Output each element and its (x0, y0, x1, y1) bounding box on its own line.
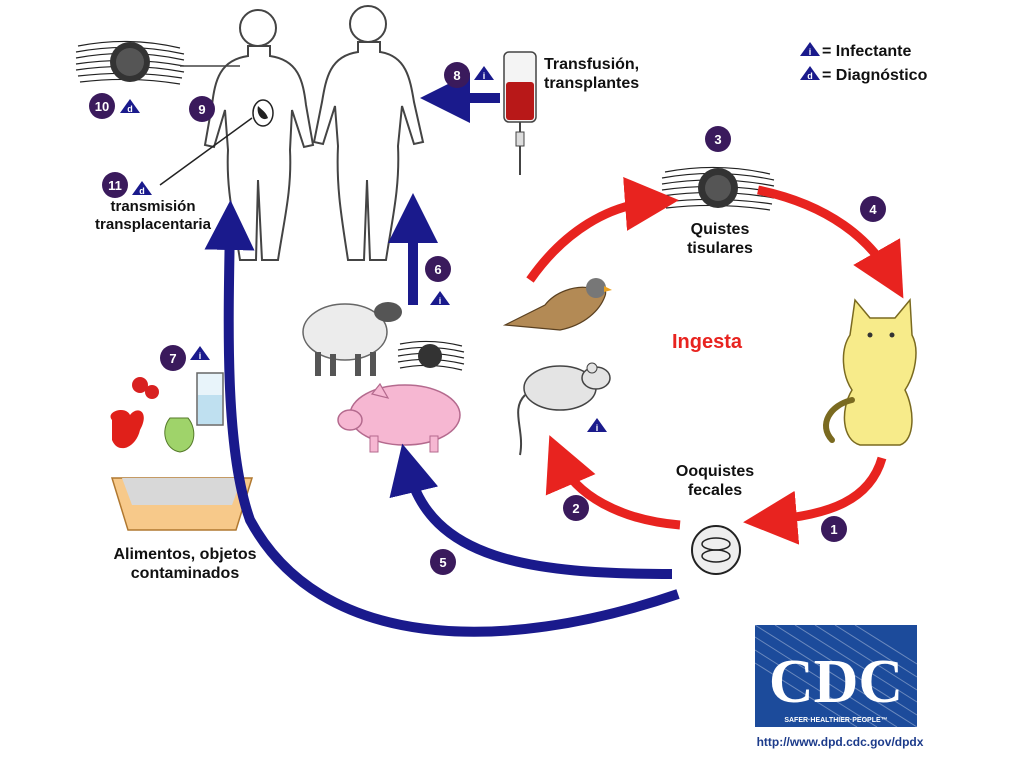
red-arrow-intermediate-to-cysts (526, 177, 679, 283)
svg-text:i: i (439, 296, 442, 306)
svg-text:i: i (199, 351, 202, 361)
triangle-diagnostic-step-10: d (120, 99, 140, 114)
transfusion-label-line1: Transfusión, (544, 56, 640, 73)
cdc-logo: CDC SAFER·HEALTHIER·PEOPLE™ (754, 624, 918, 728)
tissue-cysts-label-line2: tisulares (687, 240, 753, 258)
red-arrow-cysts-to-cat (757, 185, 904, 299)
legend-infective-icon: i (800, 42, 820, 57)
oocysts-label-line1: Ooquistes (675, 463, 755, 480)
step-badge-6: 6 (425, 256, 451, 282)
svg-text:d: d (139, 186, 145, 196)
sheep-icon (302, 302, 402, 376)
tissue-cyst-icon-cycle (661, 166, 775, 211)
triangle-infective-mouse: i (587, 418, 607, 433)
iv-blood-bag-icon (503, 51, 537, 175)
triangle-infective-step-8: i (474, 66, 494, 81)
legend-diagnostic-icon: d (800, 66, 820, 81)
step-badge-8: 8 (444, 62, 470, 88)
step-badge-2: 2 (563, 495, 589, 521)
food-objects-label: Alimentos, objetos contaminados (80, 545, 290, 583)
tissue-cyst-icon-meat (397, 340, 465, 371)
step-badge-11: 11 (102, 172, 128, 198)
step-badge-7: 7 (160, 345, 186, 371)
oocysts-label-line2: fecales (687, 482, 743, 500)
step-badge-1: 1 (821, 516, 847, 542)
food-objects-label-line2: contaminados (130, 565, 240, 583)
cdc-logo-text: CDC (769, 648, 903, 716)
tissue-cyst-icon-human (75, 40, 240, 85)
contaminated-food-icon (110, 372, 224, 453)
bird-icon (502, 278, 612, 331)
step-badge-5: 5 (430, 549, 456, 575)
transplacental-label: transmisión transplacentaria (78, 198, 228, 234)
fetus-icon (252, 99, 274, 127)
red-arrow-oocyst-to-intermediate (545, 435, 681, 530)
red-arrow-cat-to-oocyst (743, 456, 887, 545)
svg-text:i: i (483, 71, 486, 81)
legend-infective-label: = Infectante (822, 43, 912, 60)
cdc-tagline: SAFER·HEALTHIER·PEOPLE™ (784, 717, 887, 724)
blue-arrow-oocyst-to-pig (389, 443, 673, 579)
step-badge-9: 9 (189, 96, 215, 122)
svg-text:d: d (807, 71, 813, 81)
tissue-cysts-label: Quistes tisulares (660, 220, 780, 258)
step-badge-4: 4 (860, 196, 886, 222)
tissue-cysts-label-line1: Quistes (690, 221, 750, 238)
litter-box-icon (110, 477, 254, 531)
cdc-url: http://www.dpd.cdc.gov/dpdx (756, 735, 924, 749)
transfusion-label: Transfusión, transplantes (544, 55, 639, 93)
svg-text:i: i (809, 47, 812, 57)
transplacental-pointer (159, 117, 253, 186)
svg-text:d: d (127, 104, 133, 114)
cat-icon (823, 298, 917, 446)
pig-icon (337, 382, 461, 453)
food-objects-label-line1: Alimentos, objetos (113, 546, 257, 563)
oocysts-label: Ooquistes fecales (650, 462, 780, 500)
svg-text:i: i (596, 423, 599, 433)
oocyst-icon (691, 525, 741, 575)
legend-diagnostic-label: = Diagnóstico (822, 67, 928, 84)
step-badge-3: 3 (705, 126, 731, 152)
step-badge-10: 10 (89, 93, 115, 119)
human-figure-recipient (312, 5, 425, 261)
triangle-infective-step-7: i (190, 346, 210, 361)
transplacental-label-line2: transplacentaria (95, 216, 211, 233)
transplacental-label-line1: transmisión (110, 198, 196, 215)
blue-arrow-oocyst-to-human (204, 200, 680, 637)
triangle-infective-step-6: i (430, 291, 450, 306)
transfusion-label-line2: transplantes (544, 75, 640, 93)
mouse-icon (517, 362, 611, 456)
triangle-diagnostic-step-11: d (132, 181, 152, 196)
ingestion-label: Ingesta (672, 331, 743, 353)
